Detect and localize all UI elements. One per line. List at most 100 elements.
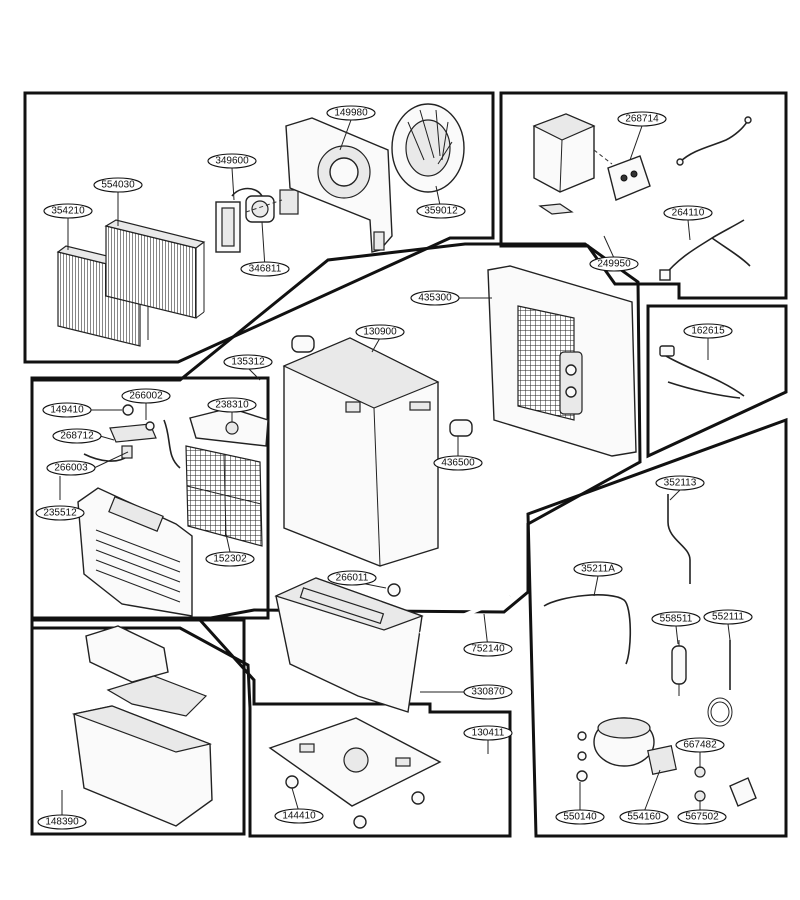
callout-149410: 149410 [42,402,92,418]
fan-shroud [285,117,393,253]
callout-label: 352113 [664,478,697,489]
callout-149980: 149980 [326,105,376,121]
condenser-coil [104,219,206,319]
callout-label: 264110 [672,208,705,219]
frame-top-left [23,91,495,364]
callout-label: 238310 [215,400,249,411]
blower-wheel [391,103,465,193]
callout-567502: 567502 [677,809,727,825]
wire-harness-bottom [659,219,751,281]
callout-label: 346811 [249,264,282,275]
callout-346811: 346811 [240,261,290,277]
callout-label: 266002 [129,391,163,402]
callout-752140: 752140 [463,641,513,657]
part-callouts: 149980 349600 554030 354210 359012 34681… [35,105,753,830]
fan-motor [215,187,299,253]
callout-435300: 435300 [410,290,460,306]
front-grille-panel [77,487,193,617]
frame-bottom-left [30,618,246,836]
callout-label: 667482 [683,740,717,751]
callout-label: 436500 [441,458,475,469]
callout-label: 268714 [625,114,659,125]
callout-label: 354210 [51,206,85,217]
callout-144410: 144410 [274,808,324,824]
callout-label: 152302 [213,554,247,565]
callout-label: 330870 [471,687,505,698]
suction-coil [707,640,733,727]
callout-130900: 130900 [355,324,405,340]
callout-352113: 352113 [655,475,705,491]
callout-130411: 130411 [463,725,513,741]
frame-top-right [499,91,788,300]
callout-label: 266011 [336,573,369,584]
callout-238310: 238310 [207,397,257,413]
callout-264110: 264110 [663,205,713,221]
callout-436500: 436500 [433,455,483,471]
callout-330870: 330870 [463,684,513,700]
compressor [576,717,677,782]
back-panel [487,265,637,457]
callout-label: 144410 [282,811,316,822]
air-filter [185,445,263,547]
control-box [532,113,596,193]
callout-label: 554030 [101,180,135,191]
callout-554030: 554030 [93,177,143,193]
callout-label: 149410 [50,405,84,416]
overload-relay [694,766,757,807]
callout-148390: 148390 [37,814,87,830]
callout-label: 149980 [334,108,368,119]
water-bucket [71,625,213,827]
callout-268714: 268714 [617,111,667,127]
drier [671,640,687,696]
callout-152302: 152302 [205,551,255,567]
bracket-small [538,203,574,215]
leader-lines [59,119,731,816]
callout-label: 148390 [45,817,79,828]
callout-552111: 552111 [703,609,753,625]
callout-550140: 550140 [555,809,605,825]
callout-35211A: 35211A [573,561,623,577]
wire-harness-top [676,116,752,166]
callout-349600: 349600 [207,153,257,169]
callout-label: 266003 [54,463,88,474]
callout-label: 268712 [60,431,94,442]
callout-235512: 235512 [35,505,85,521]
callout-135312: 135312 [223,354,273,370]
callout-label: 552111 [712,612,744,623]
callout-266011: 266011 [327,570,377,586]
callout-268712: 268712 [52,428,102,444]
callout-label: 752140 [471,644,505,655]
callout-label: 550140 [563,812,597,823]
callout-249950: 249950 [589,256,639,272]
callout-266003: 266003 [46,460,96,476]
callout-label: 249950 [597,259,631,270]
callout-label: 567502 [685,812,719,823]
cabinet [282,335,473,567]
drain-pan-assembly [274,577,424,713]
callout-label: 435300 [418,293,452,304]
callout-label: 130411 [472,728,505,739]
callout-558511: 558511 [651,611,701,627]
callout-label: 359012 [424,206,458,217]
base-plate [268,717,442,829]
callout-359012: 359012 [416,203,466,219]
callout-label: 558511 [660,614,693,625]
callout-label: 235512 [43,508,77,519]
callout-354210: 354210 [43,203,93,219]
callout-label: 135312 [231,357,265,368]
callout-label: 349600 [215,156,249,167]
callout-label: 162615 [691,326,725,337]
capillary-tube-352113 [667,494,691,584]
terminal-block [593,149,651,201]
drain-hose [419,594,511,636]
callout-667482: 667482 [675,737,725,753]
callout-266002: 266002 [121,388,171,404]
frame-right-middle [646,304,788,459]
callout-label: 554160 [627,812,661,823]
section-frames [23,91,788,838]
control-panel-board [189,407,269,447]
callout-label: 130900 [363,327,397,338]
callout-554160: 554160 [619,809,669,825]
sensor-cable [659,345,745,399]
